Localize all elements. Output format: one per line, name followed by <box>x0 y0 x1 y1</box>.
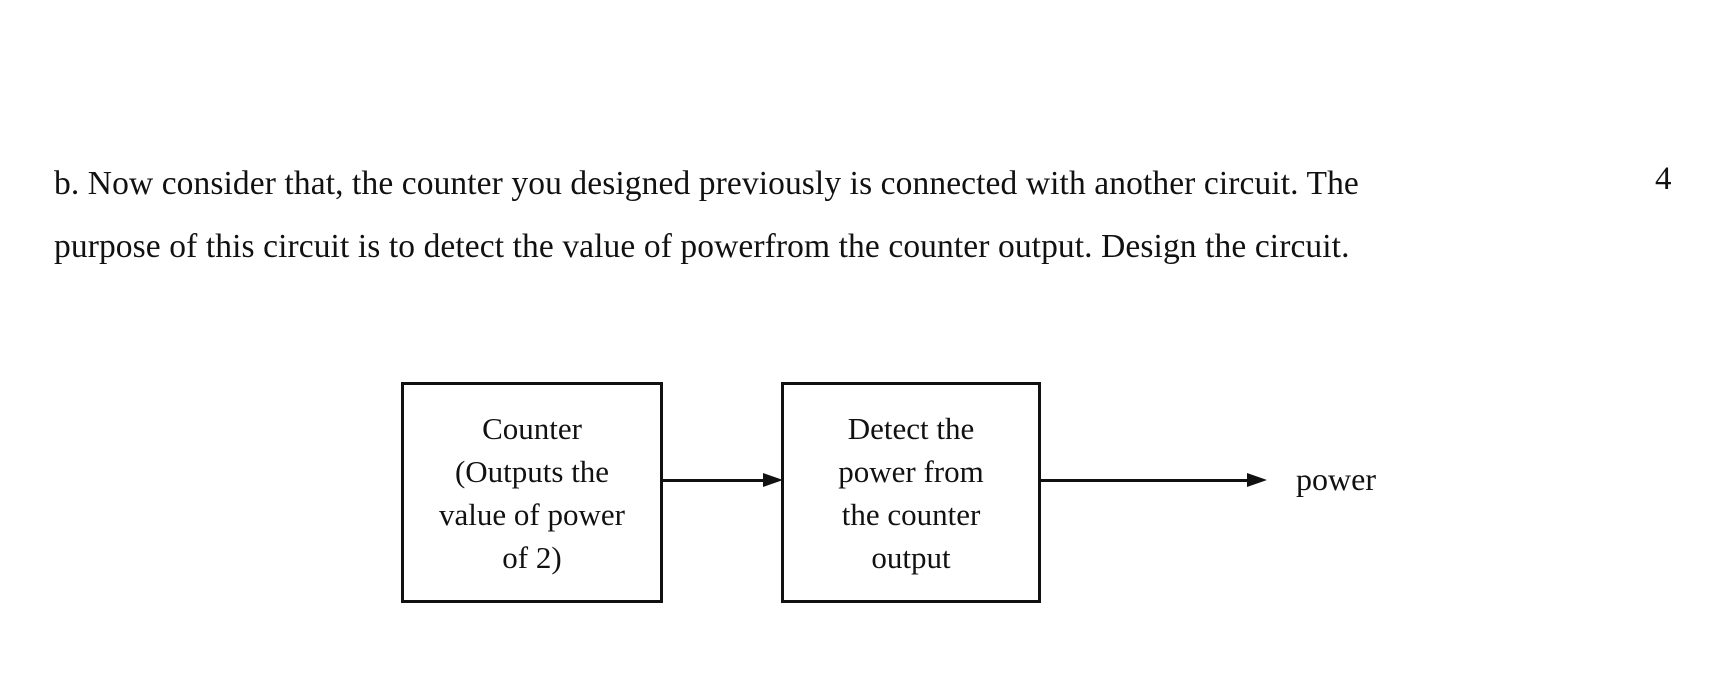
block-counter-line-4: of 2) <box>502 539 562 575</box>
arrow-shaft <box>1039 479 1251 482</box>
block-detect-power: Detect the power from the counter output <box>781 382 1041 603</box>
block-counter: Counter (Outputs the value of power of 2… <box>401 382 663 603</box>
arrow-shaft <box>663 479 765 482</box>
arrow-head-icon <box>763 473 783 487</box>
question-line-2: purpose of this circuit is to detect the… <box>54 228 1350 265</box>
block-counter-line-2: (Outputs the <box>454 453 610 489</box>
block-counter-line-3: value of power <box>439 496 625 532</box>
question-line-1: b. Now consider that, the counter you de… <box>54 165 1359 202</box>
arrow-detect-to-power-output <box>1039 471 1269 491</box>
block-counter-line-1: Counter <box>482 410 582 446</box>
output-signal-label: power <box>1296 461 1376 497</box>
block-detect-line-1: Detect the <box>847 410 975 446</box>
arrow-counter-to-detect <box>663 471 783 491</box>
question-text: b. Now consider that, the counter you de… <box>54 152 1584 278</box>
block-detect-line-3: the counter <box>841 496 981 532</box>
block-detect-line-2: power from <box>838 453 984 489</box>
arrow-head-icon <box>1247 473 1267 487</box>
block-detect-line-4: output <box>871 539 951 575</box>
question-marks: 4 <box>1655 161 1672 197</box>
